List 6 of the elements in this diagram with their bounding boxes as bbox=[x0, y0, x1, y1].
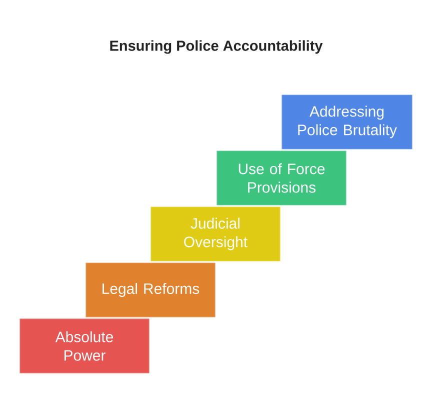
title: Ensuring Police Accountability bbox=[110, 40, 323, 54]
step-box: Addressing Police Brutality bbox=[282, 94, 412, 150]
step-box: Absolute Power bbox=[20, 318, 150, 374]
step-box: Use of Force Provisions bbox=[216, 150, 346, 206]
step-box: Legal Reforms bbox=[86, 262, 216, 318]
step-box: Judicial Oversight bbox=[150, 206, 280, 262]
